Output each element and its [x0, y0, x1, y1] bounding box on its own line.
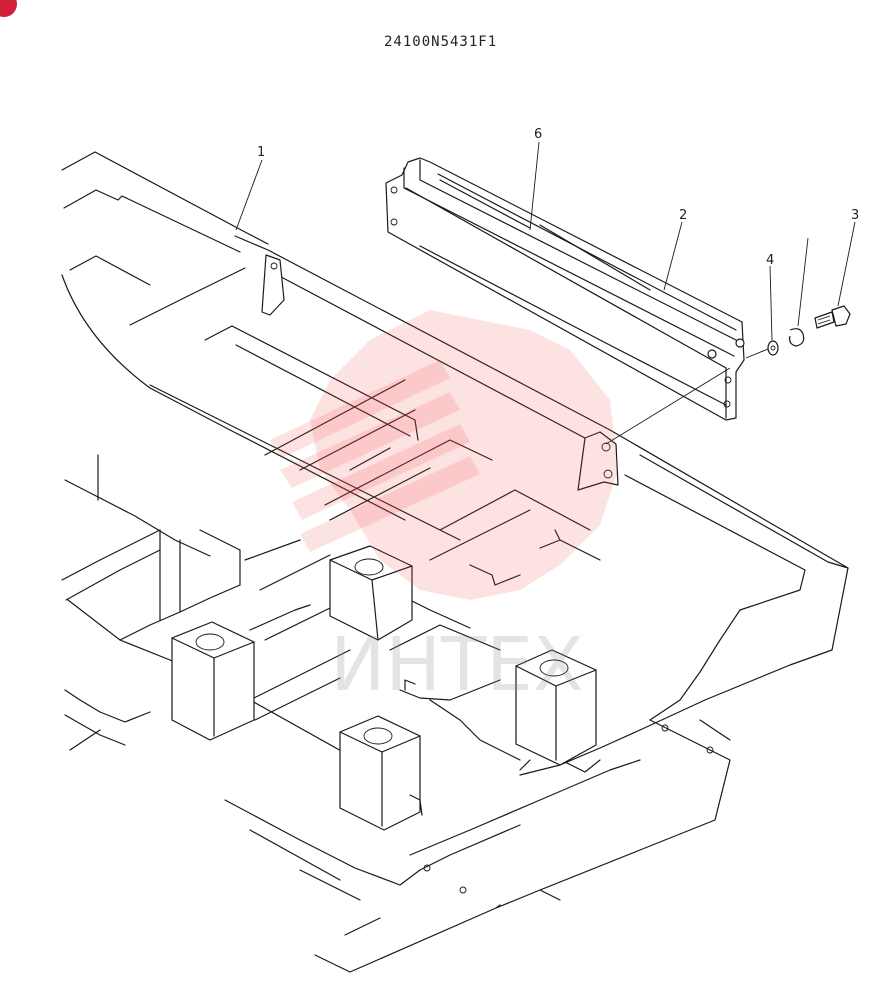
callout-leaders — [235, 141, 856, 341]
callout-4: 4 — [766, 253, 774, 268]
callout-3: 3 — [851, 208, 859, 223]
corner-badge — [0, 0, 17, 17]
frame-part-1 — [61, 151, 849, 973]
callout-6: 6 — [534, 127, 542, 142]
assembly-lines — [605, 348, 769, 445]
watermark-logo — [270, 310, 618, 600]
fasteners — [767, 305, 851, 356]
callout-1: 1 — [257, 145, 265, 160]
callout-2: 2 — [679, 208, 687, 223]
cover-plate — [385, 157, 745, 421]
diagram-code: 24100N5431F1 — [384, 34, 497, 50]
watermark-text: ИНТЕХ — [330, 622, 584, 708]
frame-posts — [171, 545, 597, 831]
frame-brackets — [261, 254, 619, 491]
